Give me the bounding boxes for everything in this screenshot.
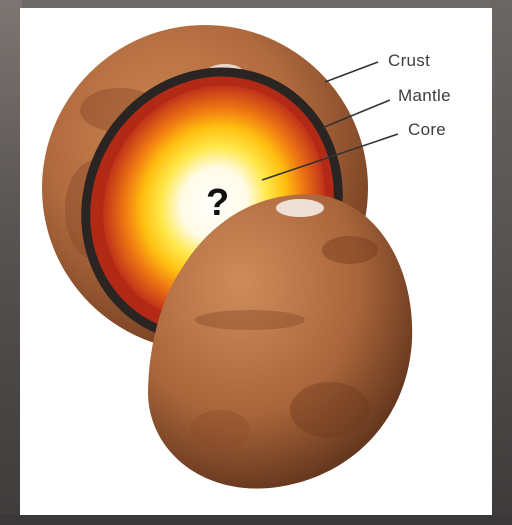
crust-label: Crust: [388, 51, 430, 71]
mantle-label: Mantle: [398, 86, 451, 106]
crust-leader-line: [325, 62, 378, 82]
surface-feature: [190, 410, 250, 450]
surface-feature: [322, 236, 378, 264]
polar-cap: [276, 199, 324, 217]
core-unknown-marker: ?: [206, 182, 229, 225]
core-label: Core: [408, 120, 446, 140]
valles-marineris: [195, 310, 305, 330]
surface-feature: [290, 382, 370, 438]
